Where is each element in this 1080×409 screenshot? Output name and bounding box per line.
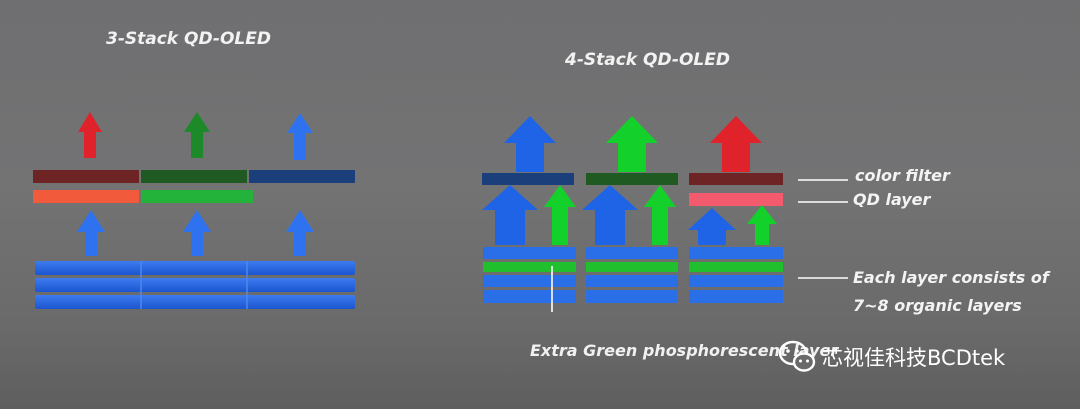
- green-output-arrow-4stack: [606, 116, 658, 172]
- four-stack-diagram: [482, 116, 848, 312]
- blue-input-arrow-3: [286, 210, 314, 256]
- color-filter-layer-4stack: [482, 173, 783, 185]
- qd-layer-4stack: [689, 193, 783, 206]
- three-stack-title: 3-Stack QD-OLED: [106, 29, 271, 49]
- green-output-arrow: [184, 112, 210, 158]
- blue-input-arrow-col1: [482, 185, 538, 245]
- green-input-arrow-col1: [544, 185, 576, 245]
- blue-input-arrow-1: [77, 210, 105, 256]
- watermark-text: 芯视佳科技BCDtek: [822, 346, 1006, 370]
- blue-input-arrow-2: [183, 210, 211, 256]
- watermark: 芯视佳科技BCDtek: [778, 340, 1005, 374]
- qd-layer-label: QD layer: [853, 190, 931, 209]
- blue-output-arrow: [287, 113, 313, 160]
- organic-layers-label-line2: 7~8 organic layers: [853, 296, 1022, 315]
- color-filter-layer-3stack: [33, 170, 355, 183]
- color-filter-label: color filter: [855, 166, 950, 185]
- green-input-arrow-col2: [644, 185, 676, 245]
- blue-input-arrow-col3: [688, 208, 736, 245]
- red-output-arrow: [78, 112, 102, 158]
- blue-output-arrow-4stack: [504, 116, 556, 172]
- wechat-icon: [778, 340, 816, 372]
- blue-input-arrow-col2: [582, 185, 638, 245]
- blue-oled-stack-3: [35, 261, 355, 309]
- qd-layer-3stack: [33, 190, 253, 203]
- green-input-arrow-col3: [747, 205, 777, 245]
- extra-green-caption: Extra Green phosphorescent layer: [530, 341, 839, 360]
- organic-layers-label-line1: Each layer consists of: [853, 268, 1049, 287]
- oled-stack-4: [483, 247, 783, 303]
- three-stack-diagram: [33, 112, 355, 309]
- red-output-arrow-4stack: [710, 116, 762, 172]
- extra-green-layer: [483, 262, 576, 272]
- legend-pointer-lines: [551, 179, 848, 312]
- four-stack-title: 4-Stack QD-OLED: [565, 50, 730, 70]
